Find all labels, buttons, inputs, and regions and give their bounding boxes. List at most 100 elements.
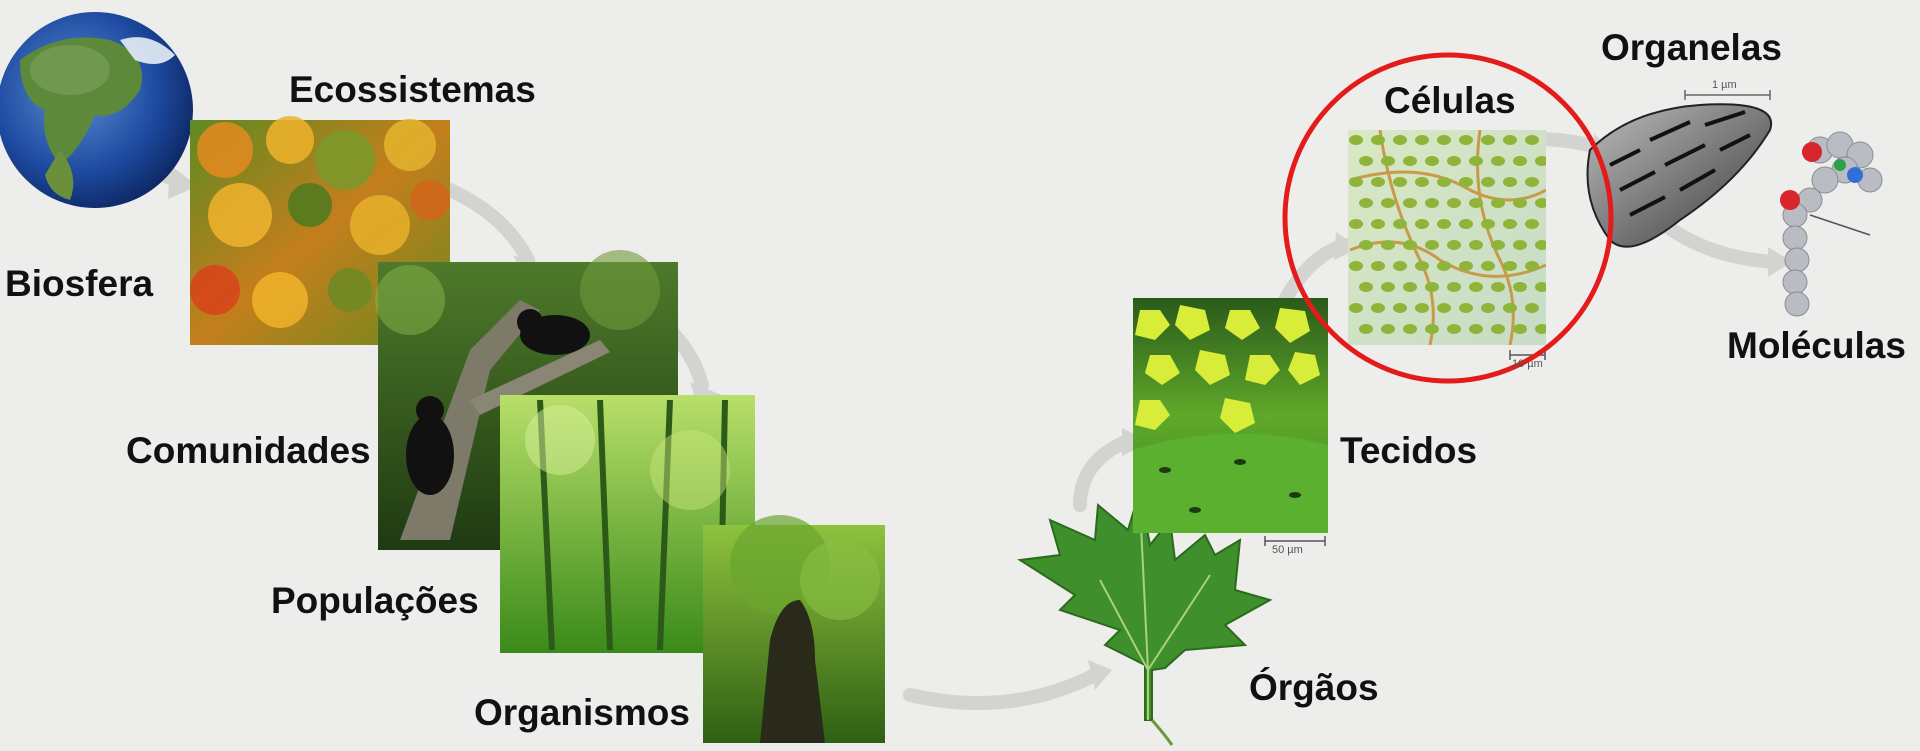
label-populacoes: Populações — [271, 582, 479, 619]
label-organismos: Organismos — [474, 694, 690, 731]
cell-dot — [1469, 198, 1483, 208]
cell-dot — [1525, 135, 1539, 145]
cell-dot — [1491, 324, 1505, 334]
cell-dot — [1535, 198, 1549, 208]
cell-dot — [1349, 135, 1363, 145]
label-comunidades: Comunidades — [126, 432, 371, 469]
arrow-head — [1088, 660, 1112, 690]
cell-dot — [1403, 324, 1417, 334]
cell-dot — [1447, 156, 1461, 166]
cell-dot — [1393, 135, 1407, 145]
cells-micrograph-image — [1348, 130, 1549, 360]
cell-dot — [1425, 156, 1439, 166]
cell-dot — [1469, 324, 1483, 334]
cell-dot — [1447, 282, 1461, 292]
cell-dot — [1393, 303, 1407, 313]
cell-dot — [1535, 282, 1549, 292]
cell-dot — [1371, 219, 1385, 229]
cell-dot — [1359, 324, 1373, 334]
cell-dot — [1371, 177, 1385, 187]
cell-dot — [1447, 240, 1461, 250]
cell-dot — [1437, 177, 1451, 187]
cell-dot — [1415, 261, 1429, 271]
cell-dot — [1403, 156, 1417, 166]
cell-dot — [1503, 177, 1517, 187]
cell-dot — [1381, 240, 1395, 250]
cell-dot — [1393, 177, 1407, 187]
cell-dot — [1437, 219, 1451, 229]
label-orgaos: Órgãos — [1249, 669, 1379, 706]
cell-dot — [1403, 240, 1417, 250]
cell-dot — [1381, 156, 1395, 166]
cell-dot — [1459, 303, 1473, 313]
cell-dot — [1425, 282, 1439, 292]
cell-dot — [1513, 324, 1527, 334]
cell-dot — [1469, 240, 1483, 250]
cell-dot — [1525, 177, 1539, 187]
cell-dot — [1513, 240, 1527, 250]
cell-dot — [1535, 240, 1549, 250]
cell-dot — [1425, 198, 1439, 208]
cell-dot — [1513, 156, 1527, 166]
cell-dot — [1469, 156, 1483, 166]
cell-dot — [1491, 282, 1505, 292]
cell-dot — [1381, 282, 1395, 292]
cell-dot — [1415, 303, 1429, 313]
arrow-ecossistemas-to-comunidades — [450, 190, 528, 260]
cell-dot — [1447, 198, 1461, 208]
cell-dot — [1447, 324, 1461, 334]
arrow-organelas-to-moleculas — [1665, 225, 1775, 262]
label-tecidos: Tecidos — [1340, 432, 1477, 469]
cell-dot — [1371, 303, 1385, 313]
scale-label-celulas: 10 µm — [1512, 358, 1543, 370]
cell-dot — [1437, 303, 1451, 313]
cell-dot — [1481, 219, 1495, 229]
cell-dot — [1349, 303, 1363, 313]
cell-dot — [1459, 261, 1473, 271]
cell-dot — [1393, 261, 1407, 271]
label-celulas: Células — [1384, 82, 1516, 119]
cell-dot — [1459, 177, 1473, 187]
label-moleculas: Moléculas — [1727, 327, 1906, 364]
cell-dot — [1491, 156, 1505, 166]
cell-dot — [1469, 282, 1483, 292]
cell-dot — [1459, 135, 1473, 145]
cell-dot — [1403, 282, 1417, 292]
cell-dot — [1481, 135, 1495, 145]
cell-dot — [1359, 282, 1373, 292]
label-ecossistemas: Ecossistemas — [289, 71, 536, 108]
cell-dot — [1491, 198, 1505, 208]
cell-dot — [1381, 324, 1395, 334]
cell-dot — [1415, 135, 1429, 145]
cell-dot — [1503, 219, 1517, 229]
cell-dot — [1425, 324, 1439, 334]
cell-dot — [1503, 135, 1517, 145]
cell-dot — [1415, 177, 1429, 187]
cell-dot — [1491, 240, 1505, 250]
cell-dot — [1381, 198, 1395, 208]
cell-dot — [1359, 240, 1373, 250]
molecule-model-image — [1780, 132, 1882, 316]
scale-label-organelas: 1 µm — [1712, 79, 1737, 91]
earth-globe-image — [0, 12, 193, 208]
organism-tree-image — [703, 515, 885, 743]
cell-dot — [1503, 261, 1517, 271]
cell-dot — [1481, 261, 1495, 271]
cell-dot — [1403, 198, 1417, 208]
cell-dot — [1425, 240, 1439, 250]
chloroplast-image — [1588, 90, 1772, 247]
cell-dot — [1371, 261, 1385, 271]
cell-dot — [1415, 219, 1429, 229]
cell-dot — [1535, 324, 1549, 334]
cell-dot — [1481, 303, 1495, 313]
cell-dot — [1371, 135, 1385, 145]
scale-label-tecidos: 50 µm — [1272, 544, 1303, 556]
cell-dot — [1359, 198, 1373, 208]
cell-dot — [1513, 282, 1527, 292]
cell-dot — [1525, 303, 1539, 313]
cell-dot — [1393, 219, 1407, 229]
label-organelas: Organelas — [1601, 29, 1782, 66]
cell-dot — [1359, 156, 1373, 166]
cell-dot — [1437, 261, 1451, 271]
